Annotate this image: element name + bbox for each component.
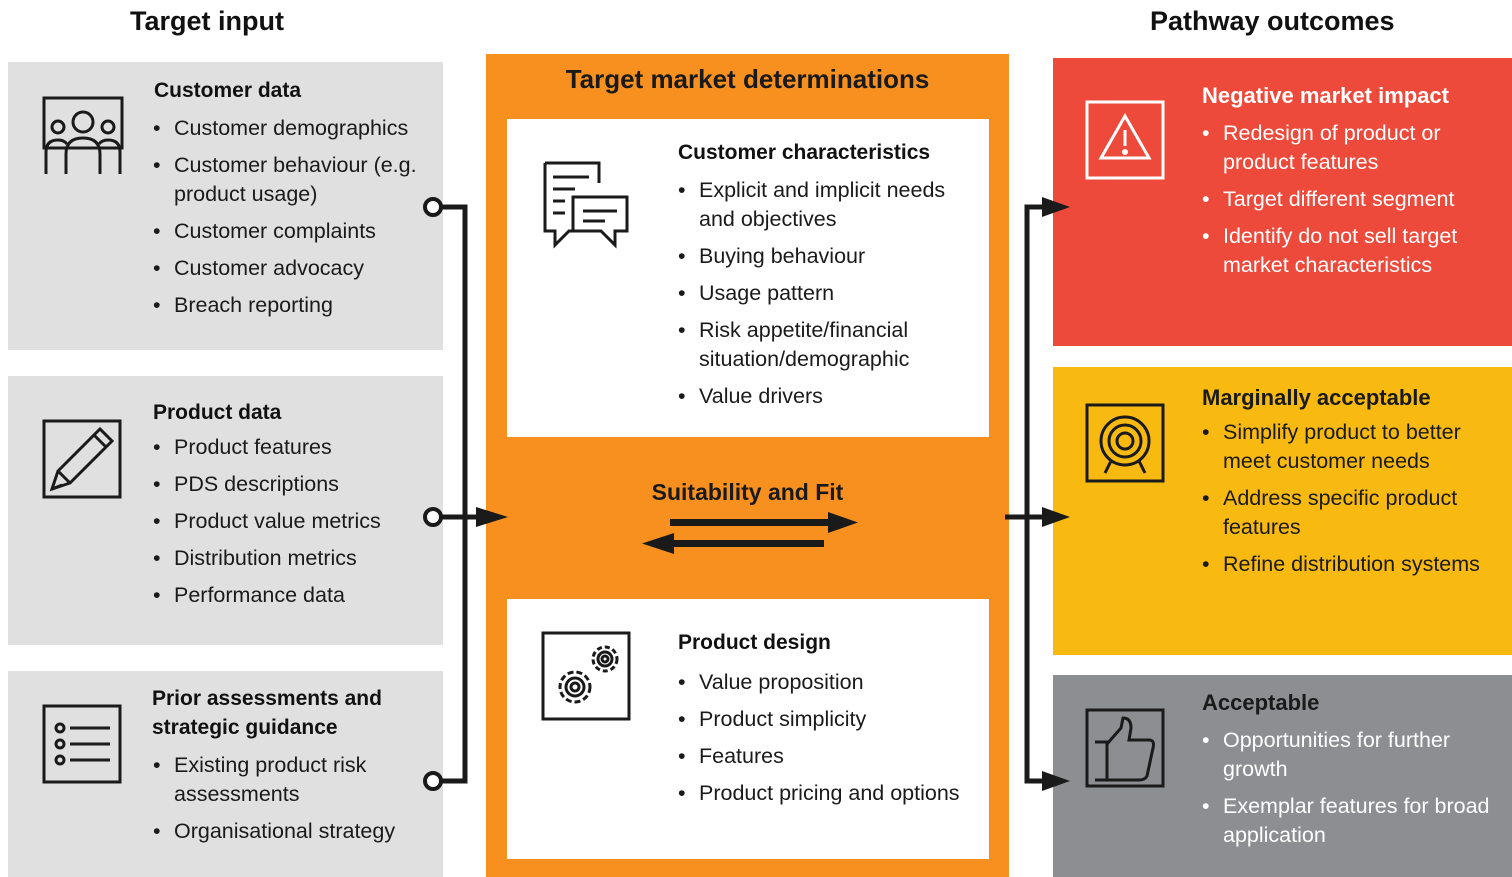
product-data-title: Product data xyxy=(153,401,282,424)
product-design-title: Product design xyxy=(678,631,831,654)
customer-data-title: Customer data xyxy=(154,79,302,102)
customer-characteristics-card: Customer characteristics Explicit and im… xyxy=(507,119,989,437)
product-data-list: Product features PDS descriptions Produc… xyxy=(153,433,438,618)
list-item: Customer advocacy xyxy=(153,254,438,283)
list-item: Exemplar features for broad application xyxy=(1202,792,1492,850)
list-item: Refine distribution systems xyxy=(1202,550,1492,579)
list-item: Target different segment xyxy=(1202,185,1492,214)
target-input-heading: Target input xyxy=(130,6,284,36)
marginally-acceptable-box: Marginally acceptable Simplify product t… xyxy=(1053,367,1512,655)
marginally-acceptable-list: Simplify product to better meet customer… xyxy=(1202,418,1492,587)
outcome-connector xyxy=(1005,204,1048,784)
pencil-edit-icon xyxy=(42,419,122,499)
list-item: Existing product risk assessments xyxy=(153,751,438,809)
list-item: Simplify product to better meet customer… xyxy=(1202,418,1492,476)
product-data-box: Product data Product features PDS descri… xyxy=(8,376,443,645)
gears-icon xyxy=(541,631,631,721)
list-item: Redesign of product or product features xyxy=(1202,119,1492,177)
negative-market-impact-title: Negative market impact xyxy=(1202,83,1449,108)
arrowhead xyxy=(1042,507,1070,527)
list-item: PDS descriptions xyxy=(153,470,438,499)
customer-characteristics-title: Customer characteristics xyxy=(678,141,931,164)
list-item: Usage pattern xyxy=(678,279,973,308)
list-item: Explicit and implicit needs and objectiv… xyxy=(678,176,973,234)
list-item: Customer behaviour (e.g. product usage) xyxy=(153,151,438,209)
prior-assessments-box: Prior assessments and strategic guidance… xyxy=(8,671,443,877)
product-design-card: Product design Value proposition Product… xyxy=(507,599,989,859)
negative-market-impact-box: Negative market impact Redesign of produ… xyxy=(1053,58,1512,346)
list-item: Customer demographics xyxy=(153,114,438,143)
suitability-fit-label: Suitability and Fit xyxy=(651,479,844,505)
negative-market-impact-list: Redesign of product or product features … xyxy=(1202,119,1492,288)
acceptable-title: Acceptable xyxy=(1202,690,1320,715)
arrowhead xyxy=(476,507,508,527)
customer-data-list: Customer demographics Customer behaviour… xyxy=(153,114,438,328)
list-item: Risk appetite/financial situation/demogr… xyxy=(678,316,973,374)
list-item: Value proposition xyxy=(678,668,973,697)
list-item: Product features xyxy=(153,433,438,462)
list-item: Buying behaviour xyxy=(678,242,973,271)
prior-assessments-title: Prior assessments and strategic guidance xyxy=(152,687,382,739)
warning-icon xyxy=(1085,100,1165,180)
input-connector xyxy=(442,204,478,784)
chat-document-icon xyxy=(543,161,629,249)
list-item: Customer complaints xyxy=(153,217,438,246)
list-item: Opportunities for further growth xyxy=(1202,726,1492,784)
customer-characteristics-list: Explicit and implicit needs and objectiv… xyxy=(678,176,973,419)
list-item: Value drivers xyxy=(678,382,973,411)
list-item: Distribution metrics xyxy=(153,544,438,573)
list-item: Identify do not sell target market chara… xyxy=(1202,222,1492,280)
acceptable-box: Acceptable Opportunities for further gro… xyxy=(1053,675,1512,877)
bidirectional-arrows-icon xyxy=(642,512,858,554)
checklist-icon xyxy=(42,704,122,784)
list-item: Performance data xyxy=(153,581,438,610)
acceptable-list: Opportunities for further growth Exempla… xyxy=(1202,726,1492,858)
customers-group-icon xyxy=(42,96,124,174)
thumbs-up-icon xyxy=(1085,708,1165,788)
connector-dot xyxy=(423,507,443,527)
list-item: Product pricing and options xyxy=(678,779,973,808)
list-item: Address specific product features xyxy=(1202,484,1492,542)
list-item: Breach reporting xyxy=(153,291,438,320)
list-item: Product value metrics xyxy=(153,507,438,536)
marginally-acceptable-title: Marginally acceptable xyxy=(1202,385,1431,410)
target-market-title: Target market determinations xyxy=(565,64,930,94)
list-item: Features xyxy=(678,742,973,771)
list-item: Organisational strategy xyxy=(153,817,438,846)
list-item: Product simplicity xyxy=(678,705,973,734)
prior-assessments-list: Existing product risk assessments Organi… xyxy=(153,751,438,854)
arrowhead xyxy=(1042,771,1070,791)
pathway-outcomes-heading: Pathway outcomes xyxy=(1150,6,1395,36)
arrowhead xyxy=(1042,197,1070,217)
connector-dot xyxy=(423,197,443,217)
connector-dot xyxy=(423,771,443,791)
customer-data-box: Customer data Customer demographics Cust… xyxy=(8,62,443,350)
target-icon xyxy=(1085,403,1165,483)
target-market-panel: Target market determinations Customer ch… xyxy=(486,54,1009,877)
product-design-list: Value proposition Product simplicity Fea… xyxy=(678,668,973,816)
